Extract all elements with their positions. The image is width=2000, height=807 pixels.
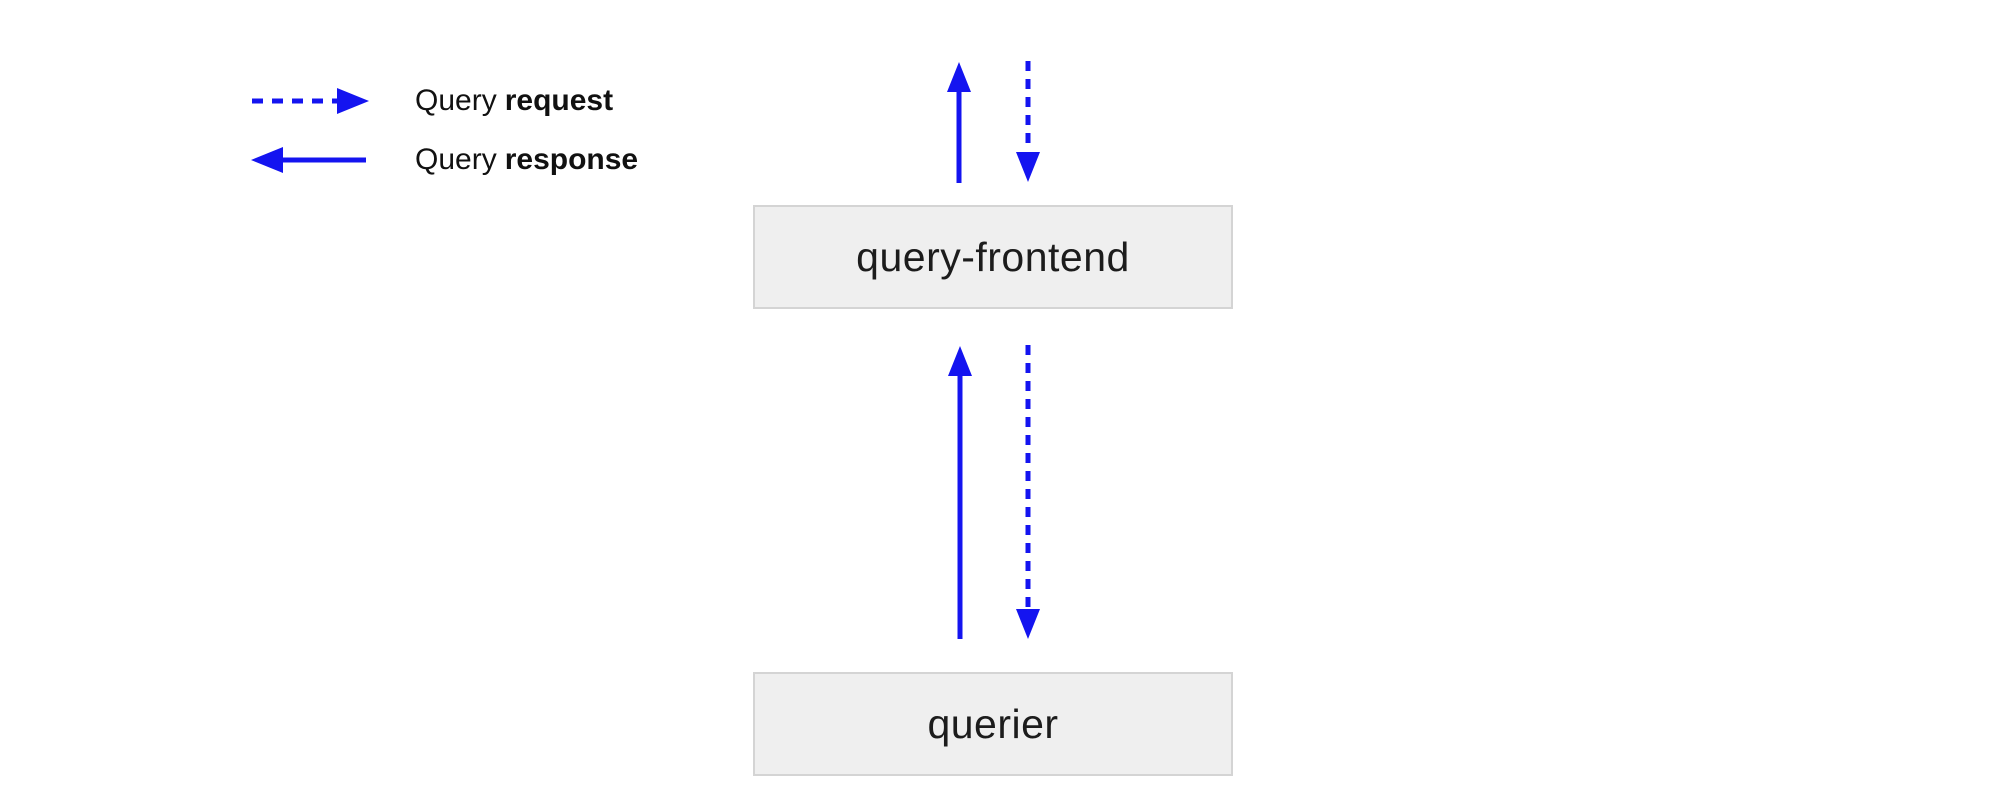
query-request-arrow-top [1016, 61, 1040, 182]
node-querier: querier [753, 672, 1233, 776]
legend-response-prefix: Query [415, 143, 497, 176]
node-query-frontend: query-frontend [753, 205, 1233, 309]
legend-response-emphasis: response [504, 143, 639, 176]
legend-request-emphasis: request [504, 84, 614, 117]
up-arrowhead [947, 62, 971, 92]
down-arrowhead [1016, 609, 1040, 639]
query-response-arrow-mid [948, 346, 972, 639]
dashed-right-arrow-icon [252, 88, 369, 114]
solid-left-arrow-icon [251, 147, 366, 173]
right-arrowhead [337, 88, 369, 114]
up-arrowhead [948, 346, 972, 376]
node-querier-label: querier [927, 700, 1059, 747]
left-arrowhead [251, 147, 283, 173]
node-query-frontend-label: query-frontend [856, 233, 1130, 280]
query-response-arrow-top [947, 62, 971, 183]
query-request-arrow-mid [1016, 345, 1040, 639]
down-arrowhead [1016, 152, 1040, 182]
legend-request-prefix: Query [415, 84, 497, 117]
